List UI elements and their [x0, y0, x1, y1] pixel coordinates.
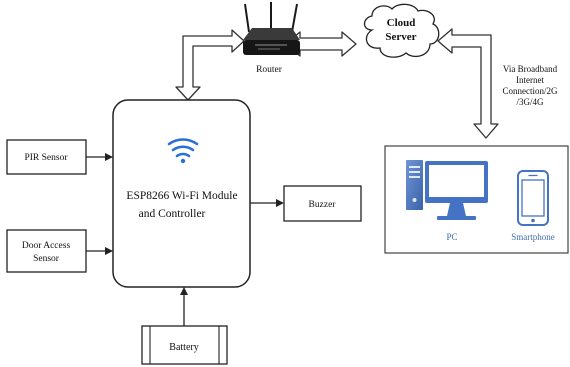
arrowhead-pir	[105, 153, 113, 161]
pc-label: PC	[446, 232, 457, 242]
link-arrow-cloud-devices	[437, 28, 499, 139]
controller-label-line2: and Controller	[139, 208, 206, 220]
connection-note: Via Broadband Internet Connection/2G /3G…	[503, 64, 558, 107]
cloud-server-shape	[363, 3, 440, 58]
connection-note-line4: /3G/4G	[517, 97, 545, 107]
buzzer-block	[283, 185, 362, 222]
cloud-label-line2: Server	[385, 31, 416, 43]
connection-note-line3: Connection/2G	[503, 86, 558, 96]
router-icon	[243, 2, 300, 55]
battery-label: Battery	[169, 342, 198, 353]
smartphone-label: Smartphone	[511, 232, 555, 242]
router-label: Router	[256, 65, 283, 75]
cloud-label-line1: Cloud	[387, 17, 416, 29]
door-sensor-label-line2: Sensor	[33, 254, 60, 264]
connection-note-line2: Internet	[516, 75, 544, 85]
controller-block	[112, 99, 251, 288]
arrowhead-battery	[180, 287, 188, 295]
wifi-icon	[167, 138, 199, 164]
connection-note-line1: Via Broadband	[503, 64, 558, 74]
arrowhead-buzzer	[276, 199, 284, 207]
buzzer-label: Buzzer	[309, 200, 337, 210]
smartphone-icon	[517, 170, 549, 226]
arrowhead-door	[105, 247, 113, 255]
battery-block	[141, 325, 228, 365]
pir-sensor-label: PIR Sensor	[24, 153, 68, 163]
link-arrow-router-controller	[175, 29, 245, 101]
controller-label-line1: ESP8266 Wi-Fi Module	[126, 190, 237, 202]
pc-icon	[406, 160, 488, 220]
door-sensor-block	[6, 229, 87, 273]
door-sensor-label-line1: Door Access	[22, 241, 71, 251]
